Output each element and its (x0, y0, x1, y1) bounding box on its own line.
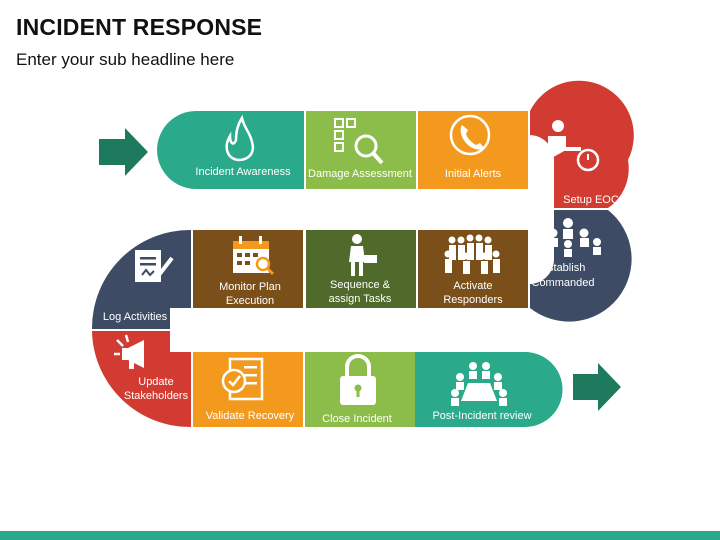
step-close-incident[interactable]: Close Incident (305, 352, 415, 427)
person-laptop-icon (349, 234, 377, 276)
step-label: Post-Incident review (432, 410, 531, 422)
step-establish-commanded[interactable]: Establish Commanded (530, 210, 632, 322)
bottom-accent-bar (0, 531, 720, 540)
step-damage-assessment[interactable]: Damage Assessment (306, 111, 416, 189)
calendar-search-icon (233, 236, 275, 276)
step-initial-alerts[interactable]: Initial Alerts (418, 111, 528, 189)
step-update-stakeholders[interactable]: Update Stakeholders (92, 331, 191, 428)
page-subtitle: Enter your sub headline here (16, 50, 235, 69)
step-setup-eoc[interactable]: Setup EOC (530, 80, 634, 208)
step-sequence-assign-tasks[interactable]: Sequence & assign Tasks (306, 230, 416, 308)
responders-group-icon (444, 234, 500, 274)
padlock-icon (340, 354, 376, 405)
step-label: Establish (541, 262, 586, 274)
step-label: Damage Assessment (308, 168, 412, 180)
step-label: Sequence & (330, 279, 391, 291)
step-label: Incident Awareness (195, 166, 291, 178)
qr-search-icon (334, 118, 384, 165)
step-label: Monitor Plan (219, 281, 281, 293)
flame-icon (225, 114, 255, 162)
step-monitor-plan-execution[interactable]: Monitor Plan Execution (193, 230, 303, 308)
page-title: INCIDENT RESPONSE (16, 14, 263, 40)
step-label: Close Incident (322, 413, 392, 425)
step-label: Commanded (532, 277, 595, 289)
step-activate-responders[interactable]: Activate Responders (418, 230, 528, 308)
checklist-icon (221, 357, 264, 401)
document-pen-icon (135, 250, 174, 282)
step-label: Validate Recovery (206, 410, 295, 422)
step-label: Stakeholders (124, 390, 189, 402)
step-validate-recovery[interactable]: Validate Recovery (193, 352, 303, 427)
step-label: Log Activities (103, 311, 168, 323)
phone-icon (449, 114, 491, 156)
step-label: Responders (443, 294, 503, 306)
step-label: Initial Alerts (445, 168, 502, 180)
step-label: assign Tasks (329, 293, 392, 305)
step-label: Activate (453, 280, 492, 292)
team-hierarchy-icon (536, 218, 601, 257)
step-log-activities[interactable]: Log Activities (91, 229, 191, 329)
step-post-incident-review[interactable]: Post-Incident review (415, 352, 563, 427)
step-incident-awareness[interactable]: Incident Awareness (157, 111, 304, 189)
meeting-table-icon (451, 362, 507, 406)
end-arrow-icon (573, 363, 621, 411)
megaphone-icon (114, 334, 144, 369)
step-label: Execution (226, 295, 274, 307)
desk-worker-icon (545, 120, 600, 174)
start-arrow-icon (99, 128, 148, 176)
step-label: Update (138, 376, 173, 388)
step-label: Setup EOC (563, 194, 619, 206)
